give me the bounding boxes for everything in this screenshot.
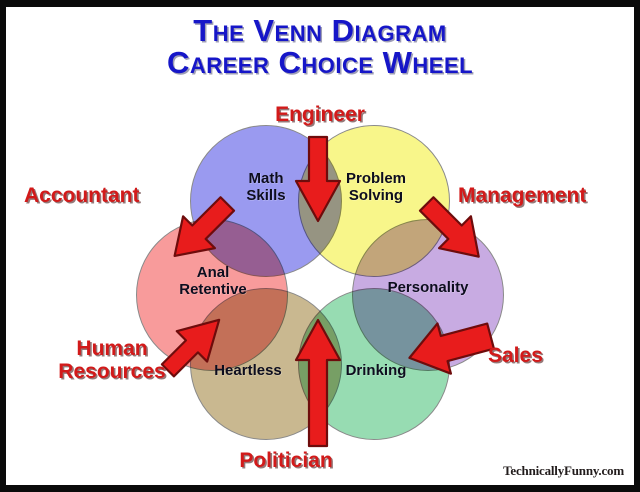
- page-title: The Venn Diagram Career Choice Wheel: [6, 15, 634, 78]
- venn-label-problem-solving: Problem Solving: [345, 170, 406, 204]
- venn-label-drinking: Drinking: [345, 362, 407, 379]
- venn-label-personality: Personality: [387, 279, 469, 296]
- career-label-human-resources: Human Resources: [58, 337, 166, 383]
- arrow-down-right-icon-accountant: [160, 193, 250, 275]
- title-line-2: Career Choice Wheel: [166, 44, 474, 80]
- venn-label-math-skills: Math Skills: [246, 170, 286, 204]
- career-label-engineer: Engineer: [275, 103, 365, 126]
- career-label-politician: Politician: [239, 449, 333, 472]
- arrow-left-icon-sales: [404, 316, 496, 378]
- career-label-management: Management: [458, 184, 587, 207]
- arrow-down-left-icon-management: [404, 193, 494, 275]
- watermark-credit: TechnicallyFunny.com: [503, 463, 624, 478]
- career-label-accountant: Accountant: [24, 184, 140, 207]
- meme-canvas: The Venn Diagram Career Choice Wheel Mat…: [6, 7, 634, 485]
- arrow-down-icon-engineer: [294, 135, 342, 223]
- title-line-1: The Venn Diagram: [193, 13, 447, 48]
- arrow-up-right-icon-human-resources: [144, 307, 242, 385]
- arrow-up-icon-politician: [294, 318, 342, 448]
- venn-label-anal-retentive: Anal Retentive: [179, 264, 247, 298]
- venn-label-heartless: Heartless: [214, 362, 282, 379]
- career-label-sales: Sales: [488, 344, 543, 367]
